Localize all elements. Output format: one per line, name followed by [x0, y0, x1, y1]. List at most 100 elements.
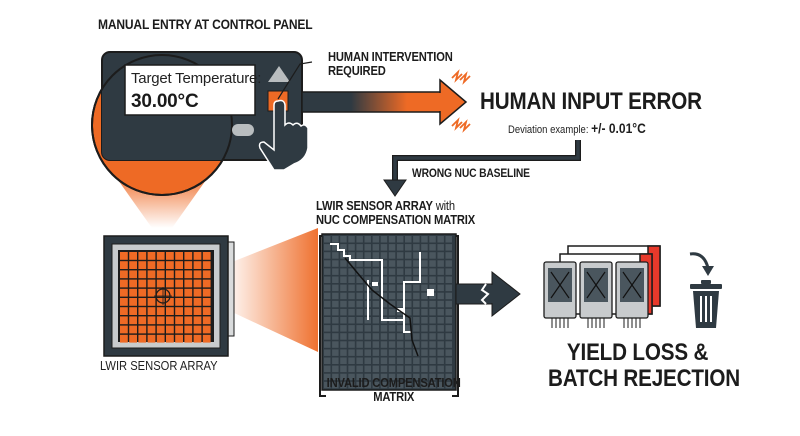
matrix-cell: [380, 268, 388, 275]
rejected-chip-icon: [543, 245, 661, 328]
sensor-pixel: [120, 316, 128, 325]
matrix-cell: [348, 268, 355, 275]
matrix-cell: [372, 325, 380, 332]
matrix-cell: [380, 308, 388, 316]
matrix-cell: [372, 308, 380, 316]
matrix-cell: [332, 252, 339, 259]
sensor-pixel: [156, 270, 165, 279]
sensor-pixel: [147, 288, 156, 297]
sensor-pixel: [166, 316, 174, 325]
matrix-cell: [437, 308, 444, 316]
matrix-cell: [356, 292, 363, 300]
sensor-pixel: [202, 270, 211, 279]
sensor-pixel: [147, 252, 156, 260]
matrix-cell: [364, 260, 371, 267]
matrix-cell: [429, 381, 436, 389]
matrix-cell: [372, 252, 380, 259]
matrix-cell: [445, 244, 452, 251]
target-temperature-value: 30.00°C: [131, 91, 199, 112]
matrix-cell: [364, 244, 371, 251]
sensor-pixel: [166, 307, 174, 315]
matrix-cell: [348, 349, 355, 356]
matrix-cell: [445, 236, 452, 243]
matrix-cell: [437, 333, 444, 340]
sensor-pixel: [138, 252, 147, 260]
matrix-cell: [356, 341, 363, 348]
sensor-pixel: [138, 334, 147, 343]
matrix-cell: [340, 236, 347, 243]
matrix-cell: [356, 300, 363, 308]
sensor-pixel: [202, 298, 211, 306]
sensor-pixel: [147, 261, 156, 269]
sensor-pixel: [138, 270, 147, 279]
matrix-cell: [396, 268, 404, 275]
matrix-caption: INVALID COMPENSATION MATRIX: [312, 376, 475, 404]
sensor-pixel: [166, 261, 174, 269]
compensation-matrix: [319, 233, 459, 397]
matrix-cell: [356, 349, 363, 356]
rejected-chip: [615, 261, 649, 328]
sensor-pixel: [175, 334, 183, 343]
target-temperature-label: Target Temperature:: [131, 70, 262, 87]
sensor-pixel: [193, 334, 202, 343]
matrix-cell: [388, 300, 396, 308]
matrix-cell: [340, 365, 347, 373]
matrix-cell: [429, 333, 436, 340]
control-panel-title: MANUAL ENTRY AT CONTROL PANEL: [98, 16, 313, 32]
matrix-cell: [429, 317, 436, 324]
matrix-cell: [413, 341, 420, 348]
matrix-cell: [324, 341, 331, 348]
matrix-cell: [445, 365, 452, 373]
matrix-cell: [429, 244, 436, 251]
corrupt-traces: [330, 243, 434, 333]
matrix-cell: [340, 349, 347, 356]
sensor-pixel: [202, 325, 211, 334]
sensor-pixel: [175, 252, 183, 260]
outcome-title: YIELD LOSS & BATCH REJECTION: [548, 340, 740, 392]
matrix-cell: [332, 276, 339, 283]
matrix-cell: [356, 365, 363, 373]
sensor-pixel: [147, 307, 156, 315]
matrix-cell: [413, 236, 420, 243]
matrix-cell: [437, 284, 444, 292]
matrix-cell: [396, 341, 404, 348]
sensor-pixel: [193, 261, 202, 269]
matrix-cell: [388, 284, 396, 292]
sensor-pixel: [193, 298, 202, 306]
matrix-cell: [429, 373, 436, 381]
matrix-cell: [348, 292, 355, 300]
matrix-cell: [396, 300, 404, 308]
matrix-cell: [405, 260, 412, 267]
matrix-cell: [324, 317, 331, 324]
matrix-cell: [429, 284, 436, 292]
matrix-cell: [413, 260, 420, 267]
matrix-cell: [421, 268, 428, 275]
sensor-pixel: [202, 261, 211, 269]
matrix-caption-line1: INVALID COMPENSATION: [326, 375, 461, 390]
sensor-pixel: [156, 252, 165, 260]
matrix-cell: [364, 373, 371, 381]
sensor-pixel: [193, 316, 202, 325]
matrix-cell: [332, 308, 339, 316]
matrix-cell: [380, 357, 388, 364]
sensor-chip: [103, 235, 235, 357]
matrix-cell: [348, 341, 355, 348]
matrix-cell: [405, 236, 412, 243]
matrix-cell: [405, 373, 412, 381]
matrix-cell: [413, 325, 420, 332]
matrix-cell: [332, 373, 339, 381]
error-arrow: [301, 78, 468, 126]
matrix-cell: [372, 260, 380, 267]
sensor-pixel: [120, 279, 128, 288]
sensor-pixel: [193, 279, 202, 288]
matrix-cell: [340, 260, 347, 267]
baseline-arrow: [383, 140, 581, 197]
matrix-cell: [445, 276, 452, 283]
deviation-line: Deviation example: +/- 0.01°C: [508, 120, 646, 136]
matrix-cell: [380, 365, 388, 373]
matrix-cell: [356, 373, 363, 381]
matrix-cell: [380, 341, 388, 348]
matrix-cell: [413, 317, 420, 324]
matrix-cell: [364, 381, 371, 389]
sensor-pixel: [156, 298, 165, 306]
